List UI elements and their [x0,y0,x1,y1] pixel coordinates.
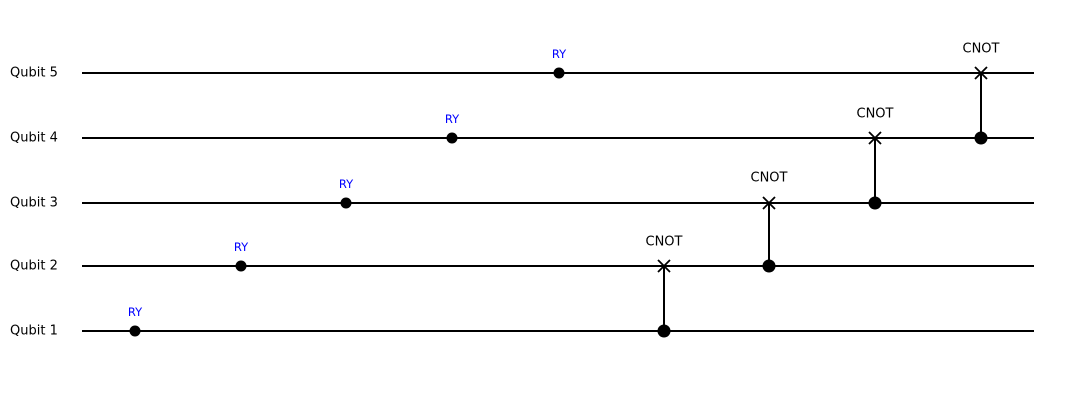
qubit-label-4: Qubit 4 [10,130,58,146]
ry-gate-dot-icon [553,67,565,79]
qubit-label-3: Qubit 3 [10,195,58,211]
cnot-target-x-icon [762,196,776,210]
cnot-gate-label: CNOT [856,106,894,122]
cnot-target-x-icon [974,66,988,80]
cnot-control-dot-icon [868,196,882,210]
cnot-gate-label: CNOT [645,234,683,250]
qubit-wire-3 [82,202,1034,204]
cnot-target-x-icon [657,259,671,273]
qubit-wire-4 [82,137,1034,139]
cnot-control-dot-icon [762,259,776,273]
ry-gate-dot-icon [340,197,352,209]
ry-gate-label: RY [444,112,460,126]
ry-gate-label: RY [233,240,249,254]
cnot-gate-label: CNOT [962,41,1000,57]
cnot-connector-line [768,203,770,266]
cnot-connector-line [874,138,876,203]
ry-gate-label: RY [338,177,354,191]
ry-gate-dot-icon [235,260,247,272]
cnot-control-dot-icon [974,131,988,145]
ry-gate-dot-icon [129,325,141,337]
qubit-label-1: Qubit 1 [10,323,58,339]
ry-gate-label: RY [127,305,143,319]
cnot-target-x-icon [868,131,882,145]
cnot-gate-label: CNOT [750,170,788,186]
qubit-wire-1 [82,330,1034,332]
ry-gate-dot-icon [446,132,458,144]
ry-gate-label: RY [551,47,567,61]
qubit-wire-2 [82,265,1034,267]
cnot-connector-line [980,73,982,138]
qubit-label-2: Qubit 2 [10,258,58,274]
qubit-label-5: Qubit 5 [10,65,58,81]
cnot-connector-line [663,266,665,331]
cnot-control-dot-icon [657,324,671,338]
